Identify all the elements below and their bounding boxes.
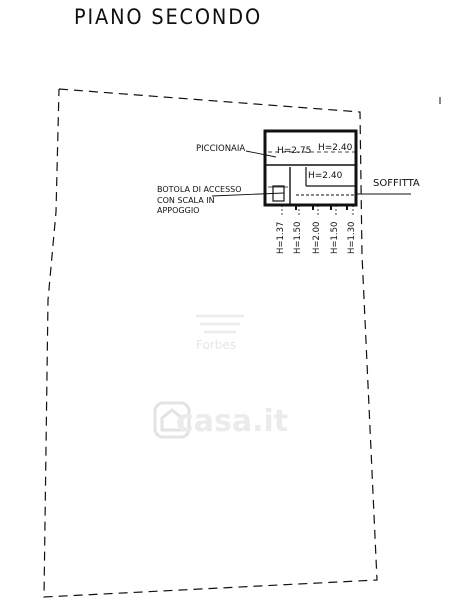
page-title: PIANO SECONDO [74,5,262,29]
label-botola: BOTOLA DI ACCESSO CON SCALA IN APPOGGIO [157,185,242,217]
height-piccionaia: H=2.75 [277,146,312,156]
lot-boundary [43,88,378,598]
label-botola-line3: APPOGGIO [157,206,200,215]
height-vertical-1: H=1.37 [276,221,286,254]
height-right-top: H=2.40 [318,143,353,153]
label-soffitta: SOFFITTA [373,178,420,189]
height-right-mid: H=2.40 [308,171,343,181]
height-vertical-2: H=1.50 [293,221,303,254]
watermark-casa: casa.it [176,404,289,439]
watermark-house-icon [153,401,191,439]
height-vertical-3: H=2.00 [312,221,322,254]
height-ticks [281,205,354,217]
label-botola-line2: CON SCALA IN [157,195,215,205]
height-vertical-4: H=1.50 [330,221,340,254]
watermark-logo-icon [196,314,244,334]
height-vertical-5: H=1.30 [347,221,357,254]
watermark-forbes: Forbes [196,338,237,352]
label-botola-line1: BOTOLA DI ACCESSO [157,185,242,194]
label-piccionaia: PICCIONAIA [196,144,246,154]
leader-lines [211,150,411,197]
